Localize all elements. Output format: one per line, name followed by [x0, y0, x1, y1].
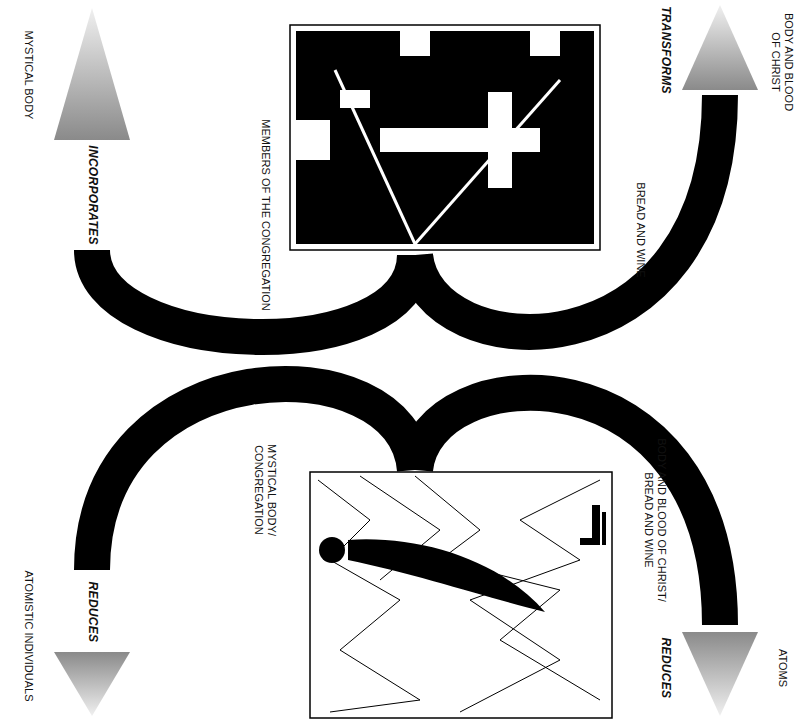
church-silhouette: [296, 31, 594, 244]
small-object: [592, 505, 600, 545]
figure-body: [348, 539, 545, 612]
shard-lines: [460, 480, 600, 712]
gray-arrowhead: [682, 632, 758, 716]
church-notch: [530, 31, 560, 56]
concept-label: BREAD AND WINE: [634, 182, 647, 277]
cross-bar: [488, 92, 512, 188]
verb-label: TRANSFORMS: [659, 6, 672, 94]
concept-label: MEMBERS OF THE CONGREGATION: [259, 119, 272, 311]
concept-label: ATOMISTIC INDIVIDUALS: [22, 570, 35, 701]
concept-label: MYSTICAL BODY: [22, 31, 35, 120]
small-object: [580, 538, 592, 545]
verb-label: INCORPORATES: [86, 145, 99, 244]
picture-frame: [290, 25, 600, 250]
arc-band: [92, 250, 415, 337]
light-ray: [335, 70, 415, 244]
light-ray: [415, 80, 560, 244]
gray-arrowhead: [682, 5, 758, 90]
verb-label: REDUCES: [86, 582, 99, 643]
figure-head: [319, 537, 345, 563]
gray-arrowhead: [54, 652, 130, 716]
small-object: [602, 512, 606, 545]
gray-arrowhead: [54, 8, 130, 140]
concept-label: MYSTICAL BODY/ CONGREGATION: [252, 435, 278, 545]
concept-label: BODY AND BLOOD OF CHRIST: [769, 10, 795, 114]
concept-label: ATOMS: [776, 649, 789, 687]
verb-label: REDUCES: [659, 638, 672, 699]
concept-label: BODY AND BLOOD OF CHRIST/ BREAD AND WINE: [642, 425, 668, 615]
shard-lines: [318, 480, 420, 712]
church-notch: [400, 31, 430, 56]
picture-frame: [310, 472, 612, 718]
cross-bar: [380, 128, 540, 152]
